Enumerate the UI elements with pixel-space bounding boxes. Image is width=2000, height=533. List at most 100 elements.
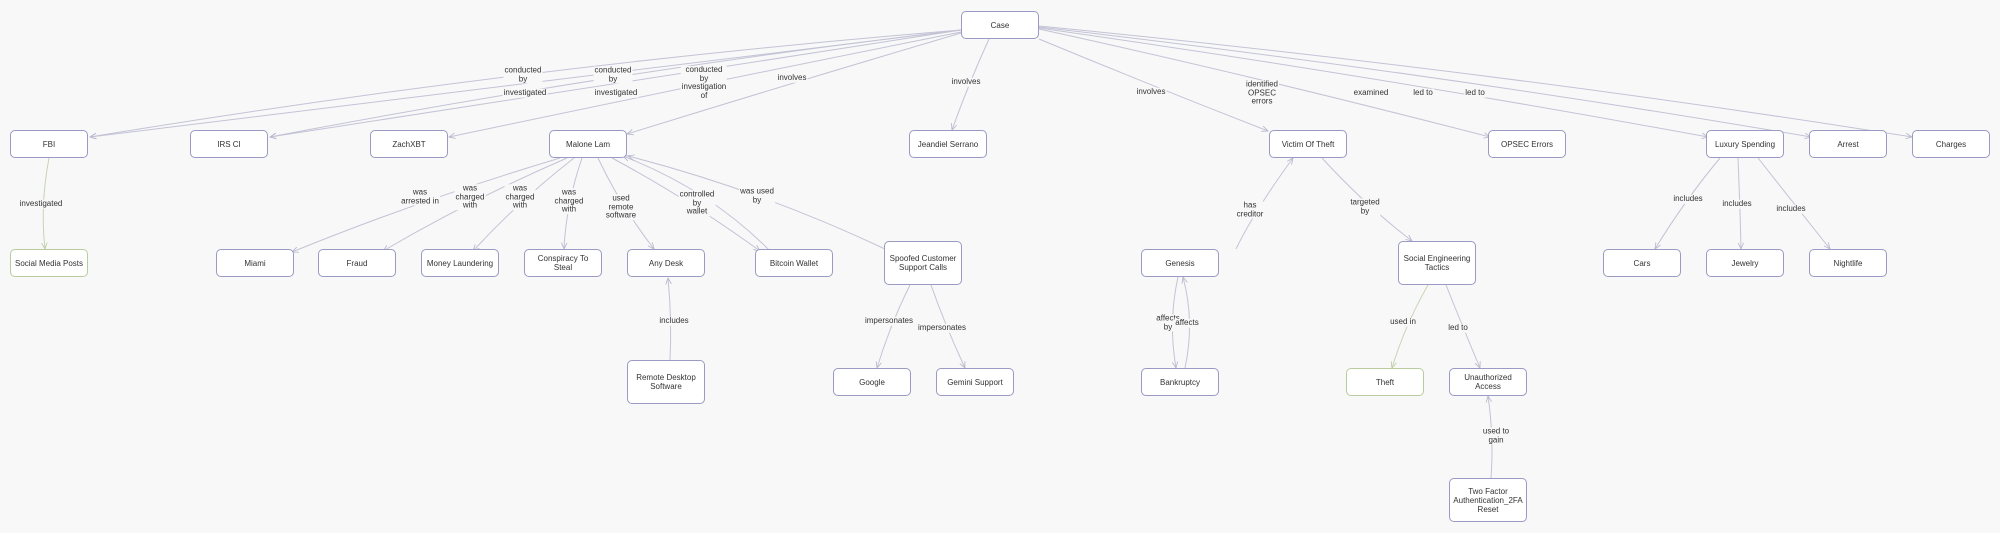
- edge-luxury-to-cars: [1655, 157, 1721, 249]
- node-label-spoofed: Spoofed Customer Support Calls: [889, 254, 957, 272]
- edge-label-malone-to-miami: was arrested in: [400, 187, 440, 206]
- edge-label-set-to-unauth: led to: [1447, 322, 1469, 333]
- edge-label-fbi-to-social: investigated: [18, 198, 64, 209]
- edge-case-to-malone: [627, 32, 962, 134]
- node-wallet[interactable]: Bitcoin Wallet: [755, 249, 833, 277]
- edge-label-malone-to-fraud: was charged with: [454, 183, 486, 210]
- node-jewelry[interactable]: Jewelry: [1706, 249, 1784, 277]
- edge-label-malone-to-anydesk: used remote software: [604, 193, 638, 220]
- node-label-theft: Theft: [1375, 377, 1395, 387]
- edge-label-case-to-malone: involves: [776, 72, 808, 83]
- node-set[interactable]: Social Engineering Tactics: [1398, 241, 1476, 285]
- node-laundering[interactable]: Money Laundering: [421, 249, 499, 277]
- node-label-miami: Miami: [244, 258, 266, 268]
- edge-label-victim-to-set: targeted by: [1349, 197, 1381, 216]
- edge-case-to-luxury: [1038, 27, 1708, 137]
- edge-label-malone-to-conspiracy: was charged with: [553, 187, 585, 214]
- node-arrest[interactable]: Arrest: [1809, 130, 1887, 158]
- edge-label-luxury-to-cars: includes: [1672, 193, 1704, 204]
- edge-label-case-to-fbi: investigated: [502, 87, 548, 98]
- node-spoofed[interactable]: Spoofed Customer Support Calls: [884, 241, 962, 285]
- node-label-anydesk: Any Desk: [648, 258, 684, 268]
- node-luxury[interactable]: Luxury Spending: [1706, 130, 1784, 158]
- node-google[interactable]: Google: [833, 368, 911, 396]
- node-miami[interactable]: Miami: [216, 249, 294, 277]
- node-label-gemini: Gemini Support: [947, 377, 1003, 387]
- node-fbi[interactable]: FBI: [10, 130, 88, 158]
- edge-label-genesis-to-victim: has creditor: [1235, 200, 1265, 219]
- node-label-laundering: Money Laundering: [426, 258, 494, 268]
- node-label-opsec: OPSEC Errors: [1500, 139, 1553, 149]
- node-label-google: Google: [859, 377, 885, 387]
- node-label-conspiracy: Conspiracy To Steal: [537, 254, 589, 272]
- edge-label-case-to-irs: conducted by: [593, 65, 633, 84]
- node-unauth[interactable]: Unauthorized Access: [1449, 368, 1527, 396]
- edge-label-case-to-jeandiel: involves: [950, 76, 982, 87]
- node-label-social: Social Media Posts: [14, 258, 84, 268]
- node-opsec[interactable]: OPSEC Errors: [1488, 130, 1566, 158]
- edge-luxury-to-nightlife: [1757, 157, 1830, 249]
- node-tfa[interactable]: Two Factor Authentication_2FA Reset: [1449, 478, 1527, 522]
- node-label-nightlife: Nightlife: [1833, 258, 1863, 268]
- node-conspiracy[interactable]: Conspiracy To Steal: [524, 249, 602, 277]
- edge-case-to-irs: [270, 29, 962, 137]
- edge-label-luxury-to-jewelry: includes: [1721, 198, 1753, 209]
- edge-label-case-to-irs: investigated: [593, 87, 639, 98]
- edge-case-to-opsec: [1038, 28, 1490, 137]
- edge-label-luxury-to-nightlife: includes: [1775, 203, 1807, 214]
- node-bankruptcy[interactable]: Bankruptcy: [1141, 368, 1219, 396]
- node-rds[interactable]: Remote Desktop Software: [627, 360, 705, 404]
- edge-label-malone-to-laundering: was charged with: [504, 183, 536, 210]
- node-victim[interactable]: Victim Of Theft: [1269, 130, 1347, 158]
- node-label-irs: IRS CI: [217, 139, 241, 149]
- node-label-charges: Charges: [1935, 139, 1967, 149]
- node-label-jewelry: Jewelry: [1731, 258, 1759, 268]
- node-label-cars: Cars: [1633, 258, 1651, 268]
- node-label-victim: Victim Of Theft: [1281, 139, 1335, 149]
- edge-label-set-to-theft: used in: [1389, 316, 1417, 327]
- edge-label-case-to-charges: led to: [1464, 87, 1486, 98]
- node-nightlife[interactable]: Nightlife: [1809, 249, 1887, 277]
- edge-label-bankruptcy-to-genesis: affects: [1174, 317, 1200, 328]
- node-label-bankruptcy: Bankruptcy: [1159, 377, 1201, 387]
- edge-label-rds-to-anydesk: includes: [658, 315, 690, 326]
- node-label-fraud: Fraud: [346, 258, 368, 268]
- node-label-tfa: Two Factor Authentication_2FA Reset: [1453, 486, 1523, 514]
- edge-case-to-arrest: [1038, 26, 1811, 137]
- node-label-malone: Malone Lam: [565, 139, 611, 149]
- node-genesis[interactable]: Genesis: [1141, 249, 1219, 277]
- edge-label-tfa-to-unauth: used to gain: [1481, 426, 1511, 445]
- node-jeandiel[interactable]: Jeandiel Serrano: [909, 130, 987, 158]
- node-case[interactable]: Case: [961, 11, 1039, 39]
- edge-label-spoofed-to-google: impersonates: [863, 315, 915, 326]
- node-label-set: Social Engineering Tactics: [1403, 254, 1471, 272]
- node-gemini[interactable]: Gemini Support: [936, 368, 1014, 396]
- node-label-rds: Remote Desktop Software: [636, 373, 696, 391]
- node-label-fbi: FBI: [42, 139, 56, 149]
- node-anydesk[interactable]: Any Desk: [627, 249, 705, 277]
- edge-label-spoofed-to-malone: was used by: [739, 186, 775, 205]
- node-fraud[interactable]: Fraud: [318, 249, 396, 277]
- edge-label-malone-to-wallet: controlled by wallet: [678, 189, 716, 216]
- edge-label-case-to-arrest: led to: [1412, 87, 1434, 98]
- node-cars[interactable]: Cars: [1603, 249, 1681, 277]
- node-zachxbt[interactable]: ZachXBT: [370, 130, 448, 158]
- node-label-arrest: Arrest: [1837, 139, 1859, 149]
- edge-label-case-to-zachxbt: conducted by investigation of: [680, 65, 728, 100]
- edge-label-case-to-victim: involves: [1135, 86, 1167, 97]
- node-label-case: Case: [990, 20, 1010, 30]
- node-malone[interactable]: Malone Lam: [549, 130, 627, 158]
- edge-spoofed-to-google: [877, 284, 911, 368]
- node-label-wallet: Bitcoin Wallet: [769, 258, 819, 268]
- edge-label-spoofed-to-gemini: impersonates: [916, 322, 968, 333]
- node-label-genesis: Genesis: [1165, 258, 1195, 268]
- node-label-luxury: Luxury Spending: [1714, 139, 1776, 149]
- node-social[interactable]: Social Media Posts: [10, 249, 88, 277]
- node-label-zachxbt: ZachXBT: [392, 139, 426, 149]
- node-irs[interactable]: IRS CI: [190, 130, 268, 158]
- node-theft[interactable]: Theft: [1346, 368, 1424, 396]
- node-charges[interactable]: Charges: [1912, 130, 1990, 158]
- edge-label-case-to-luxury: examined: [1352, 87, 1390, 98]
